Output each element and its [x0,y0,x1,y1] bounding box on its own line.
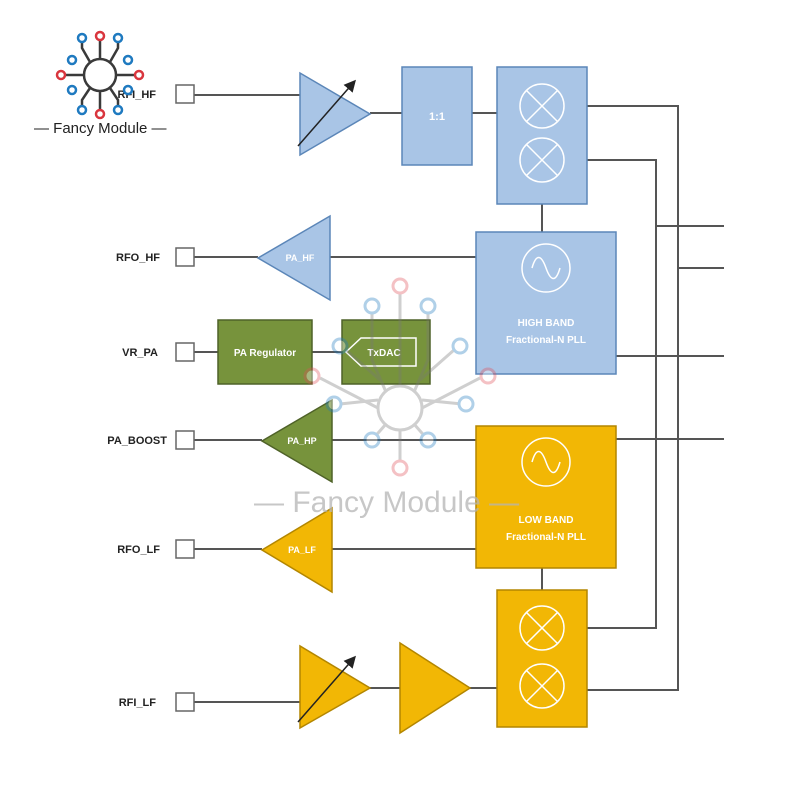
watermark-text: — Fancy Module — [254,486,520,519]
txdac-block: TxDAC [341,319,431,385]
hb-pll-title: HIGH BAND [518,318,575,329]
pad-rfo-lf [175,539,195,559]
lna-hf [297,71,372,157]
pad-rfi-hf [175,84,195,104]
mixer-lf [496,589,588,728]
pa-lf-label: PA_LF [288,545,316,555]
wires [194,94,724,703]
pin-label-rfi-lf: RFI_LF [119,697,157,709]
watermark-logo-icon [303,277,497,477]
pa-lf-amplifier: PA_LF [260,506,333,594]
pa-regulator-block: PA Regulator [217,319,313,385]
low-band-pll: LOW BAND Fractional-N PLL [475,425,617,569]
txdac-label: TxDAC [367,348,400,359]
pad-rfo-hf [175,247,195,267]
balun-label: 1:1 [429,111,445,123]
brand-logo-icon [55,30,145,120]
mixer-hf [496,66,588,205]
hb-pll-subtitle: Fractional-N PLL [506,335,586,346]
pin-label-vr-pa: VR_PA [122,347,158,359]
high-band-pll: HIGH BAND Fractional-N PLL [475,231,617,375]
lb-pll-subtitle: Fractional-N PLL [506,532,586,543]
pa-hf-amplifier: PA_HF [256,214,331,302]
pin-label-pa-boost: PA_BOOST [107,435,167,447]
pin-pads [175,84,195,712]
pin-label-rfo-lf: RFO_LF [117,544,160,556]
pin-label-rfo-hf: RFO_HF [116,252,160,264]
buffer-lf [399,641,472,735]
pad-pa-boost [175,430,195,450]
balun-block: 1:1 [401,66,473,166]
lna-lf [297,644,372,730]
pad-vr-pa [175,342,195,362]
pa-hp-amplifier: PA_HP [260,398,333,484]
pa-regulator-label: PA Regulator [234,348,296,359]
brand-logo-text: — Fancy Module — [34,120,167,137]
pa-hf-label: PA_HF [286,253,315,263]
pad-rfi-lf [175,692,195,712]
pa-hp-label: PA_HP [287,436,316,446]
lb-pll-title: LOW BAND [519,515,574,526]
